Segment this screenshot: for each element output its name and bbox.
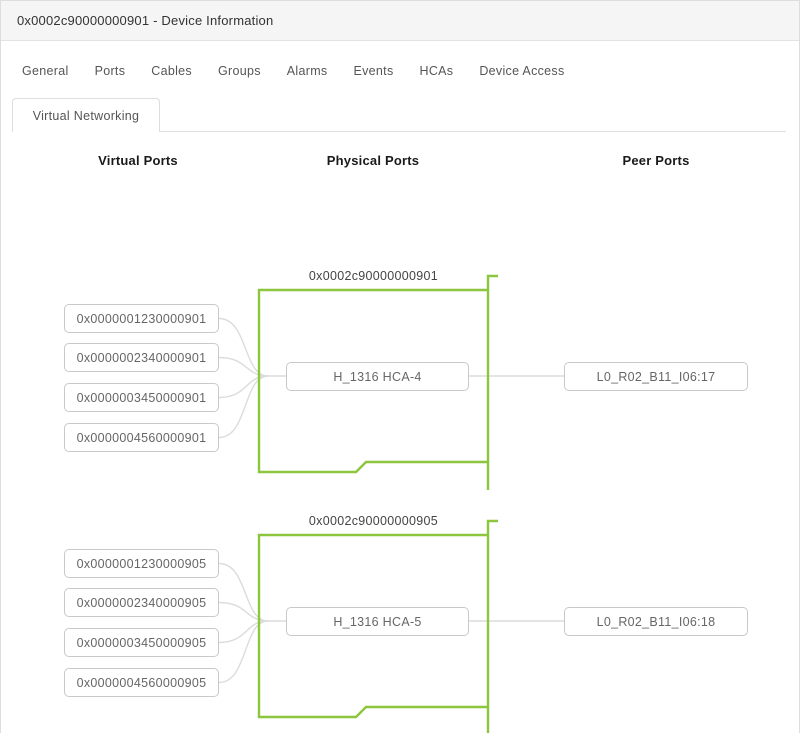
physical-port-chassis-edge: [486, 519, 498, 733]
virtual-port-connector: [218, 375, 269, 439]
tab-general[interactable]: General: [22, 64, 69, 78]
connection-lines: [218, 274, 564, 490]
virtual-port-connector: [218, 356, 269, 377]
tab-virtual-networking[interactable]: Virtual Networking: [12, 98, 160, 132]
physical-port-chassis-outline: [257, 533, 488, 719]
virtual-port-connector: [218, 620, 269, 644]
tab-cables[interactable]: Cables: [151, 64, 192, 78]
tab-alarms[interactable]: Alarms: [286, 64, 328, 78]
tab-virtual-networking-label: Virtual Networking: [32, 108, 140, 123]
tab-row-underline: [160, 98, 786, 132]
physical-device-guid: 0x0002c90000000905: [308, 514, 439, 528]
tab-hcas[interactable]: HCAs: [419, 64, 454, 78]
physical-port-chassis-outline: [257, 288, 488, 474]
connection-lines: [218, 519, 564, 733]
dialog-title-bar: 0x0002c90000000901 - Device Information: [1, 1, 799, 41]
virtual-network-group: 0x0002c90000000901 0x0000001230000901 0x…: [1, 262, 799, 507]
virtual-port-node: 0x0000001230000905: [64, 549, 219, 578]
physical-port-node: H_1316 HCA-4: [286, 362, 469, 391]
tab-events[interactable]: Events: [353, 64, 394, 78]
virtual-port-connector: [218, 317, 269, 377]
peer-port-node: L0_R02_B11_I06:17: [564, 362, 748, 391]
virtual-port-connector: [218, 562, 269, 622]
tab-device-access[interactable]: Device Access: [479, 64, 565, 78]
tab-row-spacer: [1, 98, 12, 132]
column-header-peer-ports: Peer Ports: [622, 153, 690, 168]
virtual-port-node: 0x0000003450000901: [64, 383, 219, 412]
virtual-port-node: 0x0000004560000901: [64, 423, 219, 452]
virtual-port-node: 0x0000002340000905: [64, 588, 219, 617]
virtual-port-node: 0x0000002340000901: [64, 343, 219, 372]
virtual-port-connector: [218, 375, 269, 399]
tab-ports[interactable]: Ports: [94, 64, 126, 78]
virtual-port-connector: [218, 620, 269, 684]
column-header-physical-ports: Physical Ports: [326, 153, 420, 168]
virtual-port-connector: [218, 601, 269, 622]
tab-groups[interactable]: Groups: [217, 64, 261, 78]
virtual-port-node: 0x0000001230000901: [64, 304, 219, 333]
virtual-port-node: 0x0000004560000905: [64, 668, 219, 697]
physical-port-node: H_1316 HCA-5: [286, 607, 469, 636]
column-header-virtual-ports: Virtual Ports: [98, 153, 178, 168]
virtual-network-group: 0x0002c90000000905 0x0000001230000905 0x…: [1, 507, 799, 733]
virtual-networking-content: Virtual Ports Physical Ports Peer Ports: [1, 132, 799, 733]
physical-port-chassis-edge: [486, 274, 498, 490]
dialog-title: 0x0002c90000000901 - Device Information: [17, 13, 274, 28]
device-tabs-row2: Virtual Networking: [1, 98, 799, 132]
physical-device-guid: 0x0002c90000000901: [308, 269, 439, 283]
peer-port-node: L0_R02_B11_I06:18: [564, 607, 748, 636]
device-tabs: General Ports Cables Groups Alarms Event…: [1, 41, 799, 98]
virtual-port-node: 0x0000003450000905: [64, 628, 219, 657]
